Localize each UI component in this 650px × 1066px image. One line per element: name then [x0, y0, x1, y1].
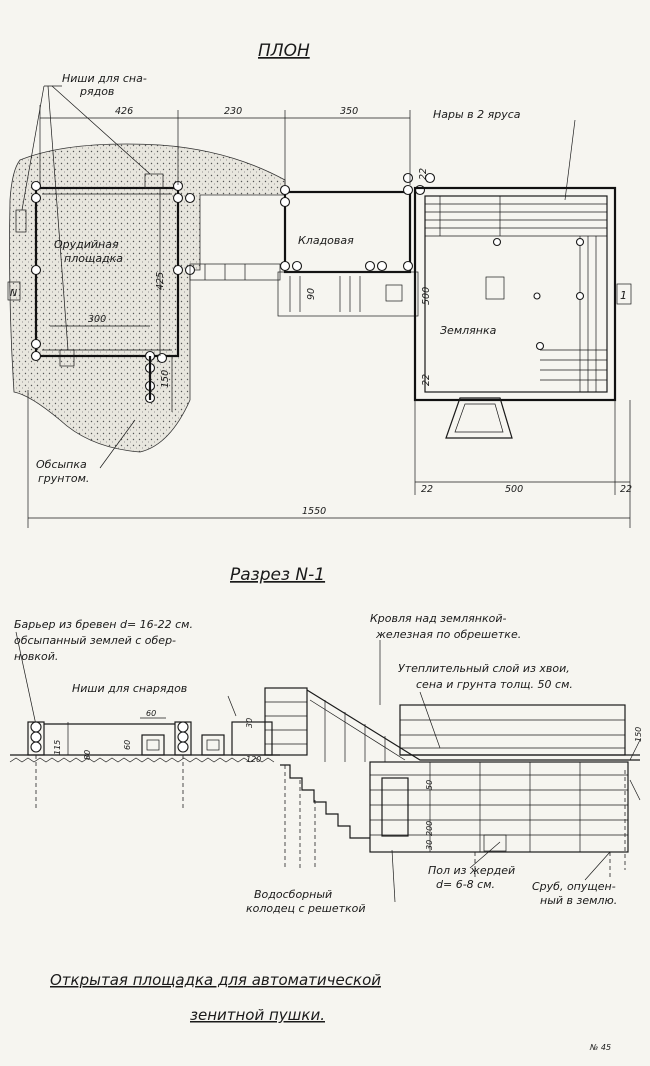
dim-120: 120 — [246, 755, 261, 764]
dim-22-right: 22 — [620, 484, 632, 495]
dim-150-right: 150 — [634, 727, 643, 742]
sump-label-1: Водосборный — [254, 888, 332, 901]
connecting-trench — [189, 263, 281, 281]
dim-60-b: 60 — [123, 740, 132, 750]
ammo-niche-1 — [141, 734, 165, 756]
dim-22-left: 22 — [421, 484, 433, 495]
insulation-label-2: сена и грунта толщ. 50 см. — [416, 678, 573, 691]
dim-500-horizontal: 500 — [505, 484, 523, 495]
north-box — [7, 281, 21, 301]
niches-label-1: Ниши для сна- — [62, 72, 147, 85]
storage-walls — [283, 190, 412, 274]
dim-30-b: 30 — [425, 840, 434, 850]
caption-line-2: зенитной пушки. — [190, 1006, 325, 1024]
gun-platform-label-1: Орудийная — [54, 238, 119, 251]
backfill-area — [9, 143, 286, 453]
bunks — [425, 196, 607, 392]
storage-logs — [279, 172, 436, 272]
dim-80: 80 — [83, 750, 92, 760]
dim-22-mid: 22 — [421, 374, 432, 386]
dugout-frame — [369, 761, 629, 853]
stairs — [277, 271, 419, 317]
dugout-upper — [399, 704, 626, 756]
stove — [485, 276, 505, 300]
dim-425: 425 — [155, 272, 166, 290]
dim-22-top: 22 — [418, 168, 429, 180]
storage-block — [264, 687, 308, 756]
caption-line-1: Открытая площадка для автоматической — [50, 971, 381, 989]
barrier-label-1: Барьер из бревен d= 16-22 см. — [14, 618, 193, 631]
gun-platform-logs — [30, 180, 196, 404]
niches-section-label: Ниши для снарядов — [72, 682, 187, 695]
floor-label-1: Пол из жердей — [428, 864, 515, 877]
roof-label-2: железная по обрешетке. — [375, 628, 521, 641]
roof-label-1: Кровля над землянкой- — [370, 612, 506, 625]
section-mark: 1 — [620, 289, 627, 302]
dim-426: 426 — [115, 106, 133, 117]
gun-platform-label-2: площадка — [64, 252, 123, 265]
niches-label-2: рядов — [79, 85, 114, 98]
niche-box-top — [144, 173, 164, 189]
sump-label-2: колодец с решеткой — [246, 902, 366, 915]
frame-label-1: Сруб, опущен- — [532, 880, 616, 893]
floor-label-2: d= 6-8 см. — [436, 878, 495, 891]
dugout-label: Землянка — [440, 324, 497, 337]
backfill-label-2: грунтом. — [38, 472, 89, 485]
niche-box-left — [15, 209, 27, 233]
stair-steps — [280, 764, 370, 839]
dim-60-a: 60 — [146, 709, 156, 718]
niche-box-bottom — [59, 349, 75, 367]
section-title: Разрез N-1 — [230, 565, 325, 585]
dim-230: 230 — [224, 106, 242, 117]
sheet-number: № 45 — [589, 1043, 611, 1052]
barrier-label-2: обсыпанный землей с обер- — [14, 634, 176, 647]
north-marker: N — [10, 288, 17, 299]
dim-200: 200 — [425, 821, 434, 836]
bunks-label: Нары в 2 яруса — [433, 108, 521, 121]
dim-300: 300 — [88, 314, 106, 325]
ammo-niche-2 — [201, 734, 225, 756]
dim-150: 150 — [160, 370, 171, 388]
dim-50: 50 — [425, 780, 434, 790]
dim-30: 30 — [245, 718, 254, 728]
dim-1550: 1550 — [302, 506, 326, 517]
barrier-label-3: новкой. — [14, 650, 58, 663]
dugout-entrance — [445, 397, 513, 439]
insulation-label-1: Утеплительный слой из хвои, — [398, 662, 570, 675]
storage-label: Кладовая — [298, 234, 354, 247]
plan-title: ПЛОН — [258, 41, 310, 61]
dim-350: 350 — [340, 106, 358, 117]
dim-500-vertical: 500 — [421, 287, 432, 305]
section-mark-box — [616, 283, 632, 305]
dugout-door — [381, 777, 409, 837]
backfill-label-1: Обсыпка — [36, 458, 87, 471]
dim-90: 90 — [306, 288, 317, 300]
roof-slope — [306, 689, 640, 761]
dugout-walls — [413, 186, 617, 402]
frame-label-2: ный в землю. — [540, 894, 617, 907]
dim-115: 115 — [53, 740, 62, 755]
